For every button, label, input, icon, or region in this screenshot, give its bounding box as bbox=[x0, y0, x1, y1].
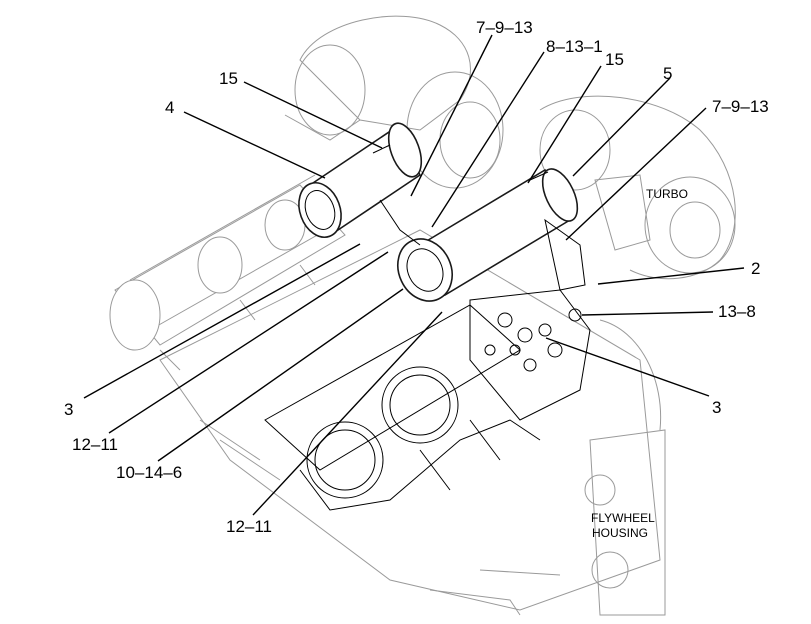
left-exhaust-manifold bbox=[109, 174, 346, 371]
callout-15-right: 15 bbox=[605, 50, 624, 69]
exhaust-tube-right bbox=[397, 168, 579, 302]
callout-5: 5 bbox=[663, 64, 672, 83]
cylinder-heads bbox=[264, 304, 541, 511]
callout-10-14-6: 10–14–6 bbox=[116, 463, 182, 482]
flywheel-label-line2: HOUSING bbox=[592, 526, 648, 540]
leader-lines bbox=[83, 34, 745, 516]
callout-12-11-lower: 12–11 bbox=[226, 517, 272, 536]
callout-4: 4 bbox=[165, 98, 174, 117]
callout-8-13-1: 8–13–1 bbox=[546, 37, 603, 56]
callout-3-right: 3 bbox=[712, 398, 721, 417]
callout-15-left: 15 bbox=[219, 69, 238, 88]
callout-13-8: 13–8 bbox=[718, 302, 756, 321]
callout-12-11-upper: 12–11 bbox=[72, 435, 118, 454]
callout-7-9-13-top: 7–9–13 bbox=[476, 18, 533, 37]
exhaust-tube-left bbox=[298, 122, 423, 238]
turbo-label: TURBO bbox=[646, 187, 688, 201]
mounting-bracket bbox=[379, 199, 586, 291]
callout-3-left: 3 bbox=[64, 400, 73, 419]
valve-gear bbox=[469, 289, 591, 421]
callout-7-9-13-right: 7–9–13 bbox=[712, 97, 769, 116]
callout-2: 2 bbox=[751, 259, 760, 278]
flywheel-label-line1: FLYWHEEL bbox=[591, 511, 655, 525]
right-turbocharger bbox=[539, 95, 736, 280]
